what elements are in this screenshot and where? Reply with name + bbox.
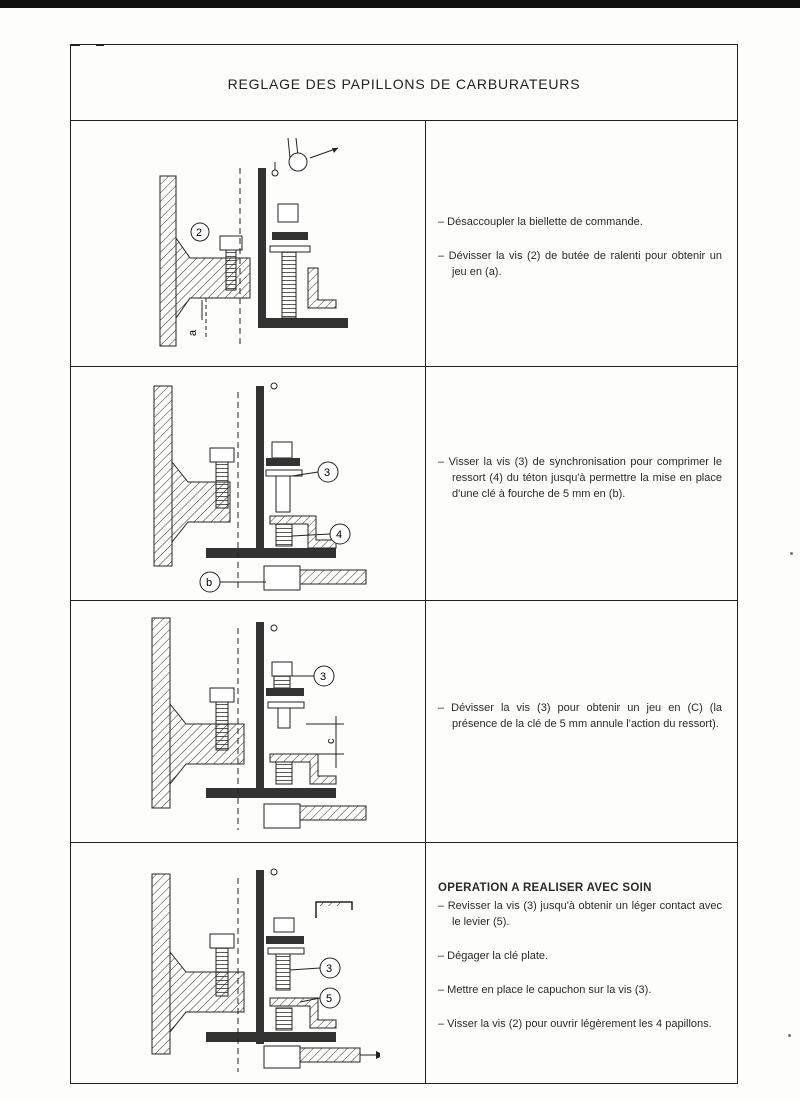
step1-text: – Désaccoupler la biellette de commande.…	[438, 214, 722, 298]
callout-4: 4	[336, 529, 342, 541]
callout-b: b	[206, 577, 212, 589]
callout-3: 3	[320, 671, 326, 683]
step1-diagram: a 2	[140, 128, 380, 358]
instruction: – Visser la vis (3) de synchronisation p…	[438, 456, 722, 500]
scan-speck	[790, 552, 793, 555]
row-divider	[70, 600, 738, 601]
callout-3: 3	[324, 467, 330, 479]
callout-2: 2	[196, 227, 202, 239]
step4-diagram: 3 5	[140, 848, 380, 1076]
step4-text: OPERATION A REALISER AVEC SOIN – Revisse…	[438, 880, 722, 1050]
callout-5: 5	[326, 993, 332, 1005]
instruction: – Revisser la vis (3) jusqu'à obtenir un…	[438, 900, 722, 928]
instruction: – Dégager la clé plate.	[438, 950, 549, 962]
page-frame	[70, 44, 738, 1084]
step3-diagram: c 3	[140, 608, 380, 836]
callout-3: 3	[326, 963, 332, 975]
instruction: – Dévisser la vis (3) pour obtenir un je…	[438, 702, 722, 730]
callout-c: c	[325, 738, 337, 744]
scan-top-edge	[0, 0, 800, 8]
step2-diagram: 3 4 b	[140, 372, 380, 598]
page-title: REGLAGE DES PAPILLONS DE CARBURATEURS	[227, 76, 581, 92]
frame-tick	[96, 44, 104, 46]
row-divider	[70, 842, 738, 843]
instruction: – Dévisser la vis (2) de butée de ralent…	[438, 250, 722, 278]
caution-heading: OPERATION A REALISER AVEC SOIN	[438, 882, 652, 894]
row-divider	[70, 366, 738, 367]
instruction: – Visser la vis (2) pour ouvrir légèreme…	[438, 1018, 712, 1030]
step3-text: – Dévisser la vis (3) pour obtenir un je…	[438, 700, 722, 750]
instruction: – Désaccoupler la biellette de commande.	[438, 216, 643, 228]
scan-speck	[788, 1034, 791, 1037]
row-divider	[70, 120, 738, 121]
column-divider	[425, 120, 426, 1084]
frame-tick	[70, 44, 80, 46]
callout-a: a	[187, 329, 199, 336]
step2-text: – Visser la vis (3) de synchronisation p…	[438, 454, 722, 520]
instruction: – Mettre en place le capuchon sur la vis…	[438, 984, 652, 996]
